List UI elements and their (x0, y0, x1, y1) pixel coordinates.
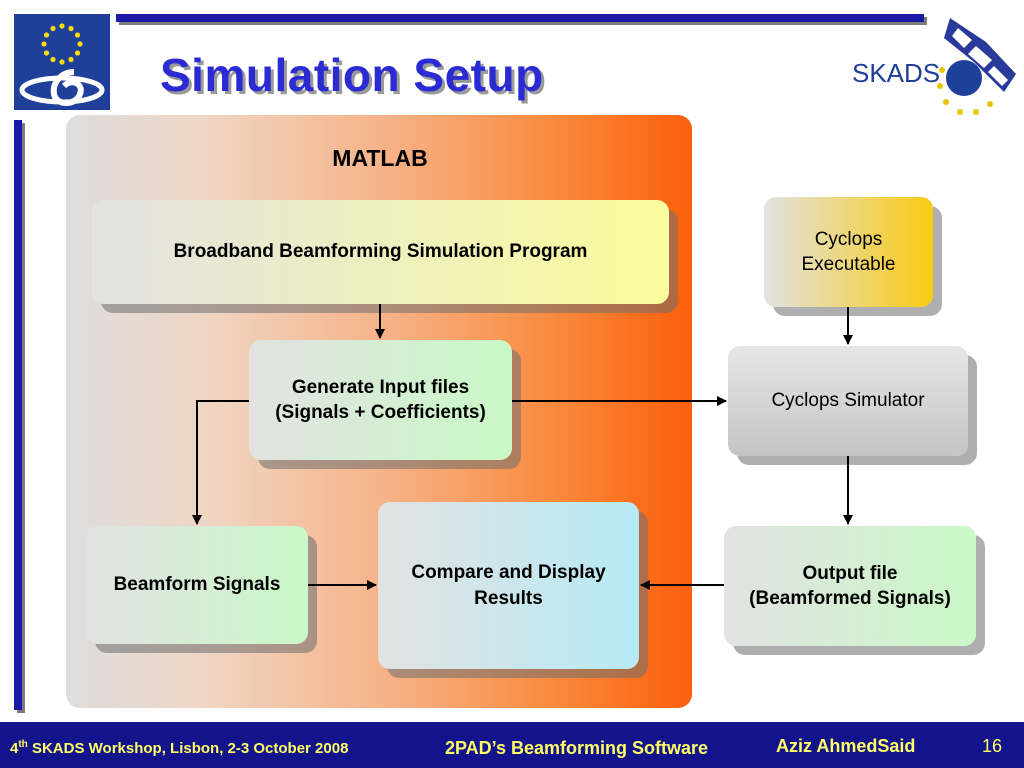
matlab-label: MATLAB (332, 145, 428, 171)
header-rule (116, 14, 924, 22)
node-label: Cyclops Executable (801, 228, 896, 275)
footer-author: Aziz AhmedSaid (776, 736, 916, 756)
node-output-file: Output file (Beamformed Signals) (724, 526, 976, 646)
eu-stars-icon (14, 14, 110, 110)
footer-ordinal-suffix: th (18, 739, 28, 750)
footer-center-title: 2PAD’s Beamforming Software (445, 738, 709, 758)
footer-bar (0, 722, 1024, 768)
footer-page-number: 16 (982, 736, 1003, 756)
node-broadband-simulation-program: Broadband Beamforming Simulation Program (92, 200, 669, 304)
node-label: Output file (Beamformed Signals) (749, 562, 951, 609)
node-label: Cyclops Simulator (771, 390, 925, 412)
left-rule (14, 120, 22, 710)
footer-event-text: SKADS Workshop, Lisbon, 2-3 October 2008 (27, 740, 349, 757)
node-cyclops-executable: Cyclops Executable (764, 197, 933, 307)
node-label: Compare and Display Results (411, 562, 606, 609)
node-label: Beamform Signals (113, 574, 281, 596)
node-label: Generate Input files (Signals + Coeffici… (275, 376, 486, 423)
footer-ordinal: 4 (10, 740, 19, 757)
footer-event: 4th SKADS Workshop, Lisbon, 2-3 October … (10, 739, 348, 757)
node-cyclops-simulator: Cyclops Simulator (728, 346, 968, 456)
skads-logo: SKADS (846, 14, 1022, 124)
node-compare-display-results: Compare and Display Results (378, 502, 639, 669)
slide-title: Simulation Setup (160, 49, 544, 101)
skads-logo-text: SKADS (852, 58, 940, 88)
eu-fp6-logo (14, 14, 110, 110)
node-beamform-signals: Beamform Signals (86, 526, 308, 644)
node-label: Broadband Beamforming Simulation Program (173, 241, 588, 263)
node-generate-input-files: Generate Input files (Signals + Coeffici… (249, 340, 512, 460)
